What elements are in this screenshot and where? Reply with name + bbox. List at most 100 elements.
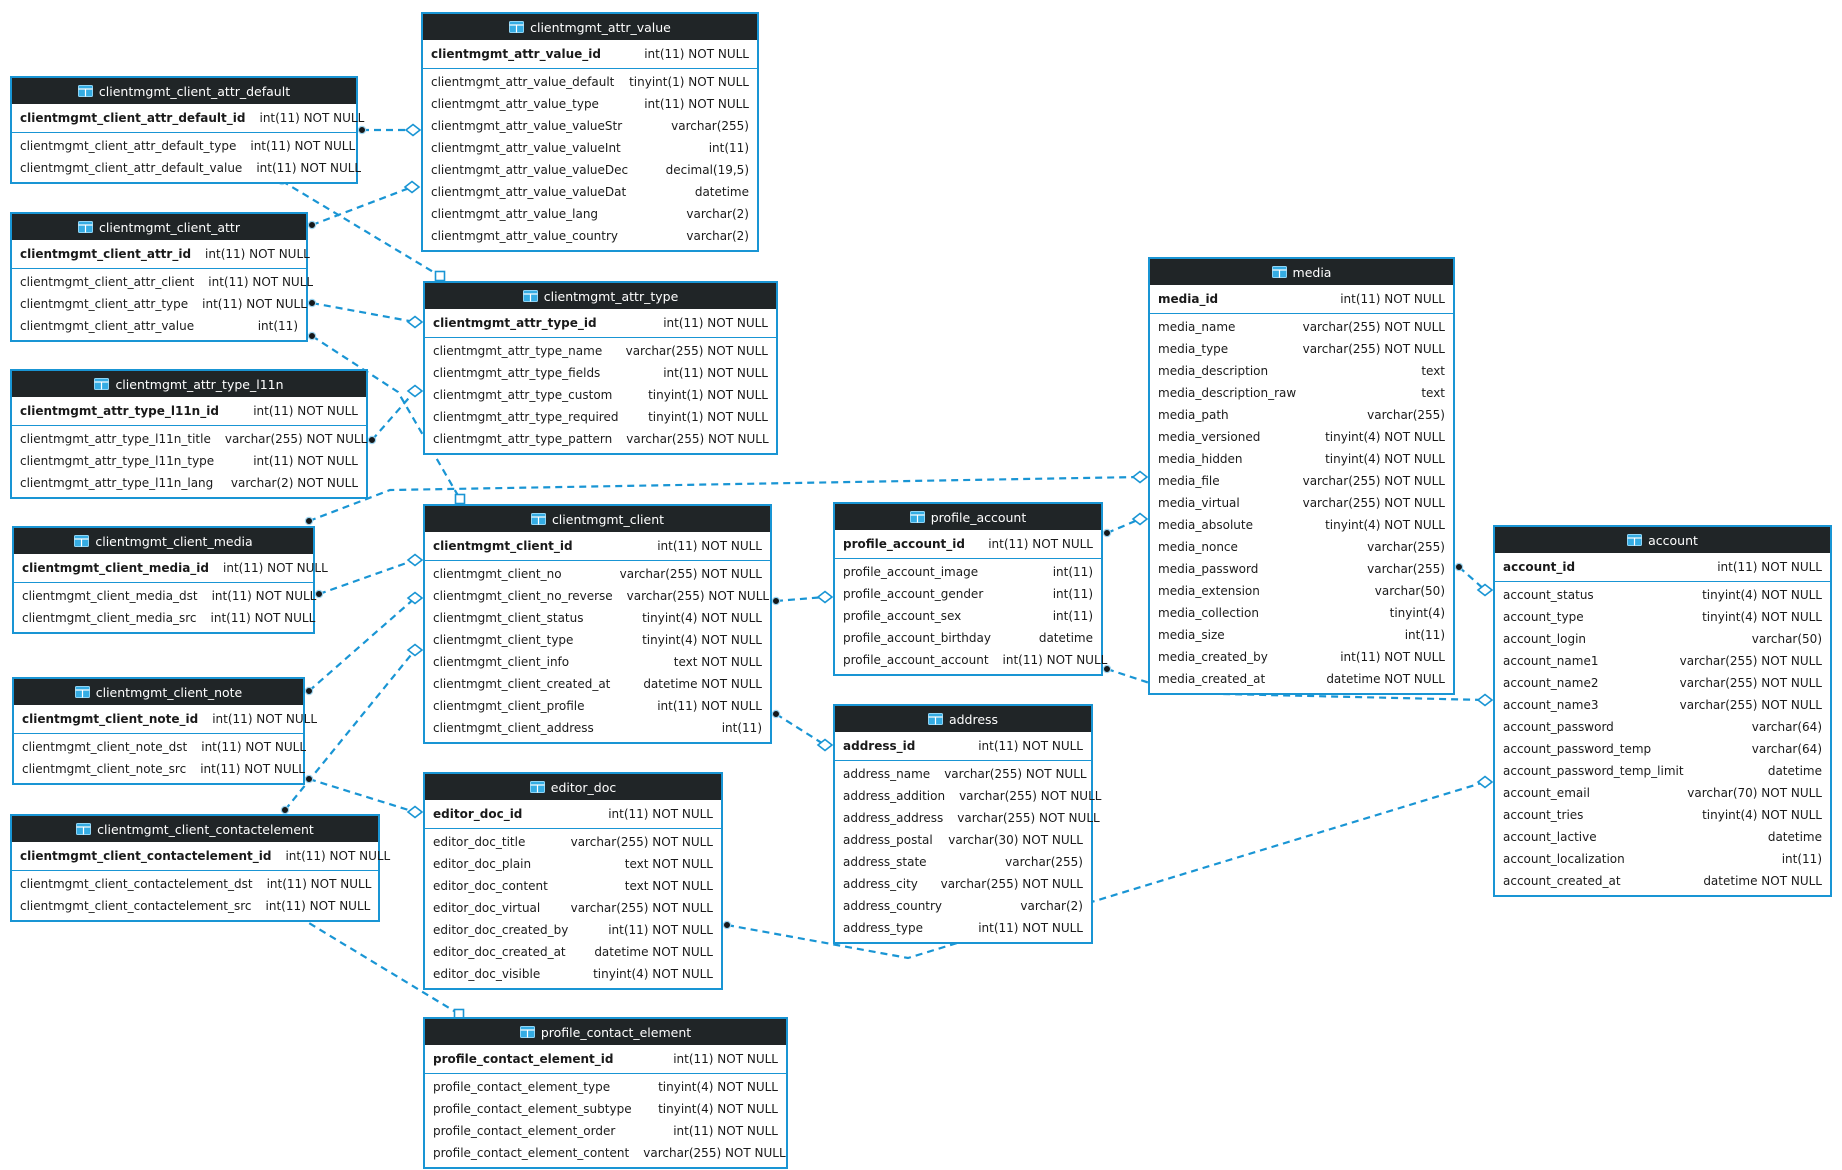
relationship-target-diamond[interactable]: [406, 643, 424, 657]
table-header[interactable]: clientmgmt_client_media: [14, 528, 313, 554]
table-header[interactable]: clientmgmt_client_note: [14, 679, 303, 705]
relationship-source-dot[interactable]: [722, 920, 732, 930]
relationship-source-dot[interactable]: [280, 805, 290, 815]
table-header[interactable]: address: [835, 706, 1091, 732]
table-header[interactable]: clientmgmt_client: [425, 506, 770, 532]
table-header[interactable]: clientmgmt_attr_value: [423, 14, 757, 40]
relationship-line[interactable]: [318, 558, 416, 596]
table-header[interactable]: clientmgmt_client_contactelement: [12, 816, 378, 842]
relationship-target-square[interactable]: [454, 493, 466, 505]
relationship-source-dot[interactable]: [307, 298, 317, 308]
relationship-source-dot[interactable]: [314, 589, 324, 599]
relationship-target-diamond[interactable]: [406, 591, 424, 605]
relationship-line[interactable]: [281, 180, 441, 277]
relationship-source-dot[interactable]: [304, 686, 314, 696]
relationship-target-diamond[interactable]: [1476, 583, 1494, 597]
relationship-source-dot[interactable]: [1102, 528, 1112, 538]
relationship-line[interactable]: [775, 713, 826, 746]
table-header[interactable]: profile_account: [835, 504, 1101, 530]
relationship-line[interactable]: [1106, 517, 1141, 535]
relationship-source-dot[interactable]: [307, 331, 317, 341]
relationship-source-dot[interactable]: [304, 774, 314, 784]
relationship-line[interactable]: [284, 649, 416, 811]
table-header[interactable]: clientmgmt_attr_type_l11n: [12, 371, 366, 397]
relationship-source-dot[interactable]: [1454, 562, 1464, 572]
relationship-target-diamond[interactable]: [406, 553, 424, 567]
relationship-line[interactable]: [311, 185, 413, 227]
table-header[interactable]: profile_contact_element: [425, 1019, 786, 1045]
relationship-target-diamond[interactable]: [406, 805, 424, 819]
relationship-line[interactable]: [308, 475, 1141, 523]
relationship-line[interactable]: [775, 595, 826, 603]
relationship-target-diamond[interactable]: [404, 123, 422, 137]
table-clientmgmt_client_media[interactable]: clientmgmt_client_media clientmgmt_client…: [12, 526, 328, 634]
relationship-source-dot[interactable]: [304, 516, 314, 526]
table-header[interactable]: media: [1150, 259, 1453, 285]
